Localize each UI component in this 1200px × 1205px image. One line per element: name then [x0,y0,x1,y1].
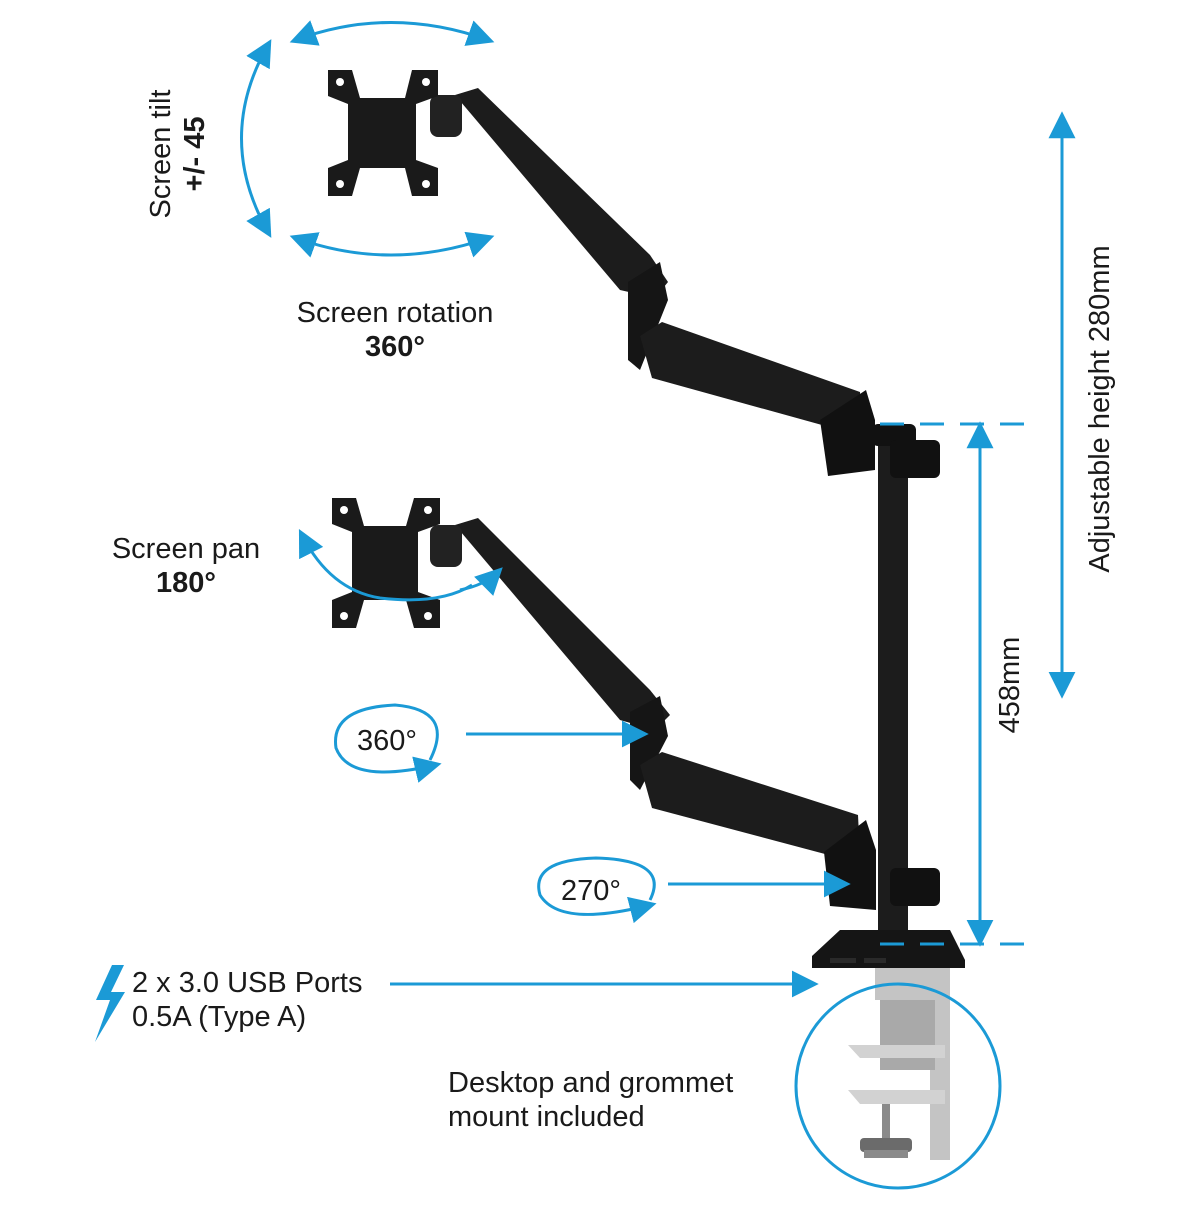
height-adjust-label: Adjustable height 280mm [1084,245,1116,573]
tilt-label: Screen tilt +/- 45 [144,4,212,304]
height-dimension [880,111,1076,947]
mount-label: Desktop and grommet mount included [448,1066,733,1134]
tilt-rotation-indicator [240,20,495,258]
lower-arm [430,518,940,910]
rotation-label-line2: 360° [365,331,425,363]
joint-270-label: 270° [561,875,621,907]
joint-360-label: 360° [357,725,417,757]
pan-label: Screen pan 180° [86,532,286,600]
mount-highlight-circle [794,982,1002,1190]
upper-arm [430,88,940,478]
joint-360-indicator [334,703,649,783]
upper-monitor-plate [328,70,438,196]
mount-label-line2: mount included [448,1101,645,1133]
pan-indicator [298,528,503,602]
lightning-bolt-icon [95,965,125,1042]
mount-label-line1: Desktop and grommet [448,1067,734,1099]
pole-height-label: 458mm [994,636,1026,734]
rotation-label: Screen rotation 360° [250,296,540,364]
usb-label-line2: 0.5A (Type A) [132,1001,307,1033]
desk-clamp [848,968,950,1160]
clamp-base [812,930,965,968]
lower-monitor-plate [332,498,440,628]
tilt-label-line2: +/- 45 [179,116,211,192]
usb-label: 2 x 3.0 USB Ports 0.5A (Type A) [132,966,363,1034]
usb-label-line1: 2 x 3.0 USB Ports [132,967,363,999]
pan-label-line1: Screen pan [111,533,261,565]
pan-label-line2: 180° [156,567,216,599]
tilt-label-line1: Screen tilt [145,89,177,219]
rotation-label-line1: Screen rotation [296,297,494,329]
joint-270-indicator [537,856,851,924]
